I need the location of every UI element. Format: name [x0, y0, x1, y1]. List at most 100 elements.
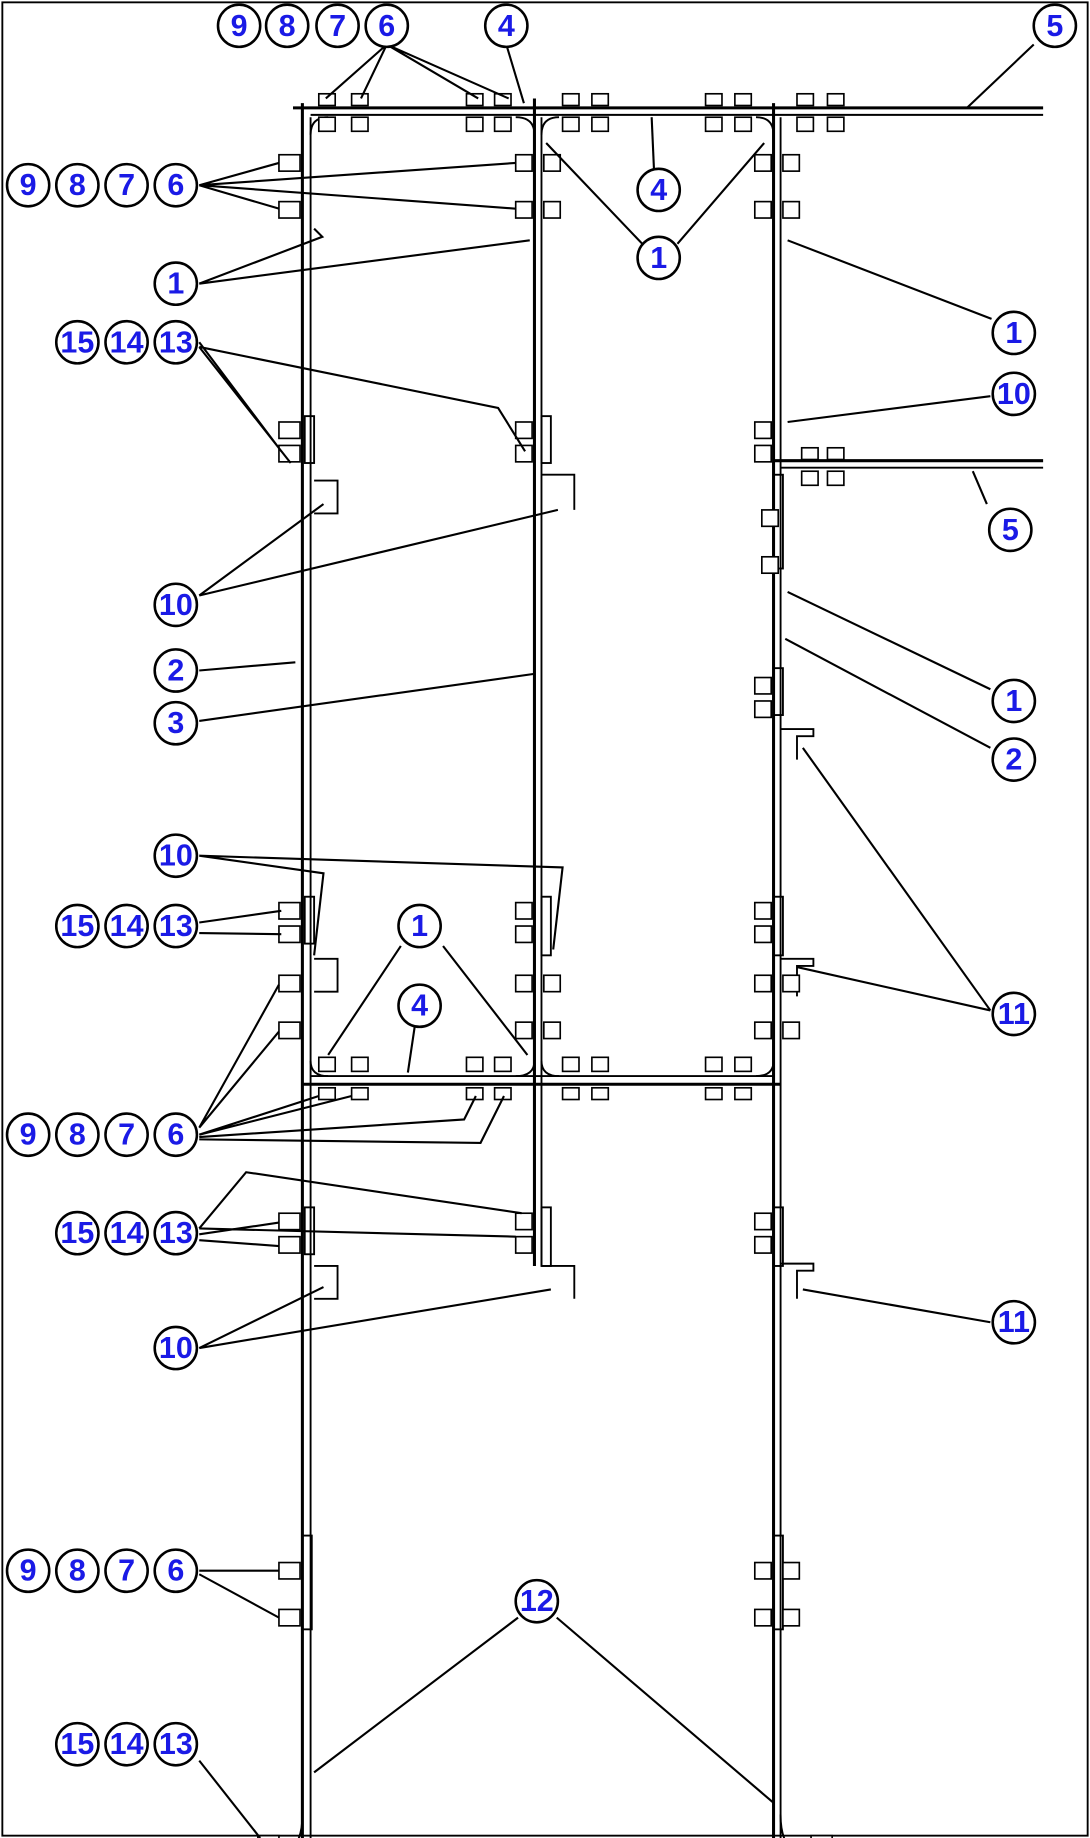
svg-text:13: 13: [159, 909, 193, 943]
svg-text:13: 13: [159, 1727, 193, 1761]
svg-text:12: 12: [520, 1584, 554, 1618]
svg-text:2: 2: [167, 653, 184, 687]
svg-text:11: 11: [998, 1305, 1030, 1339]
svg-text:13: 13: [159, 1216, 193, 1250]
callout-14: 14: [104, 319, 149, 365]
callout-7: 7: [104, 162, 149, 208]
svg-text:15: 15: [60, 1727, 94, 1761]
svg-text:5: 5: [1002, 513, 1019, 547]
callout-1: 1: [153, 261, 199, 307]
svg-text:6: 6: [167, 168, 184, 202]
callout-13: 13: [153, 903, 199, 949]
callout-1: 1: [397, 903, 442, 949]
callout-1: 1: [991, 678, 1037, 724]
svg-text:10: 10: [159, 1331, 193, 1365]
callout-13: 13: [153, 1721, 199, 1767]
leader-lines: [198, 43, 1035, 1838]
callout-4: 4: [483, 3, 529, 49]
svg-text:10: 10: [159, 839, 193, 873]
callout-6: 6: [153, 1112, 199, 1158]
svg-text:14: 14: [110, 909, 144, 943]
svg-text:1: 1: [167, 267, 184, 301]
callout-8: 8: [54, 1112, 100, 1158]
callout-11: 11: [991, 1299, 1037, 1345]
callout-9: 9: [5, 1548, 51, 1594]
svg-text:1: 1: [650, 241, 667, 275]
callout-4: 4: [636, 167, 682, 213]
svg-text:9: 9: [20, 1554, 37, 1588]
callout-7: 7: [104, 1112, 149, 1158]
structure: [293, 98, 1044, 1838]
svg-text:6: 6: [167, 1118, 184, 1152]
callout-15: 15: [54, 903, 100, 949]
svg-text:15: 15: [60, 909, 94, 943]
svg-text:10: 10: [997, 377, 1031, 411]
callout-5: 5: [987, 507, 1033, 553]
callout-4: 4: [397, 983, 442, 1029]
callout-15: 15: [54, 319, 100, 365]
callout-15: 15: [54, 1721, 100, 1767]
callout-10: 10: [991, 371, 1037, 417]
callout-6: 6: [153, 1548, 199, 1594]
svg-text:13: 13: [159, 325, 193, 359]
callout-2: 2: [153, 648, 199, 693]
callout-3: 3: [153, 700, 199, 746]
callout-1: 1: [991, 310, 1037, 356]
svg-text:15: 15: [60, 325, 94, 359]
callouts: 9 8 7 6 4 5 9 8 7 6 4 1 1 1 15 14 13 10 …: [5, 3, 1078, 1767]
callout-10: 10: [153, 1325, 199, 1371]
svg-text:9: 9: [20, 1118, 37, 1152]
callout-10: 10: [153, 582, 199, 628]
callout-6: 6: [364, 3, 410, 49]
svg-text:9: 9: [231, 9, 248, 43]
svg-text:4: 4: [498, 9, 515, 43]
svg-text:15: 15: [60, 1216, 94, 1250]
callout-6: 6: [153, 162, 199, 208]
callout-14: 14: [104, 1210, 149, 1256]
callout-1: 1: [636, 235, 682, 281]
callout-2: 2: [991, 737, 1037, 782]
callout-7: 7: [104, 1548, 149, 1594]
callout-8: 8: [54, 1548, 100, 1594]
svg-text:2: 2: [1005, 743, 1022, 777]
callout-7: 7: [315, 3, 360, 49]
callout-12: 12: [514, 1578, 560, 1624]
svg-text:11: 11: [998, 997, 1030, 1031]
svg-text:1: 1: [411, 909, 428, 943]
callout-8: 8: [264, 3, 310, 49]
svg-text:6: 6: [167, 1554, 184, 1588]
svg-text:3: 3: [167, 706, 184, 740]
callout-9: 9: [5, 162, 51, 208]
bolts: [257, 92, 845, 1838]
svg-text:9: 9: [20, 168, 37, 202]
svg-text:1: 1: [1005, 316, 1022, 350]
svg-text:14: 14: [110, 1216, 144, 1250]
callout-9: 9: [216, 3, 262, 49]
callout-13: 13: [153, 319, 199, 365]
svg-text:5: 5: [1046, 9, 1063, 43]
svg-text:7: 7: [118, 168, 135, 202]
callout-11: 11: [991, 991, 1037, 1037]
svg-text:8: 8: [69, 1118, 86, 1152]
svg-text:14: 14: [110, 1727, 144, 1761]
callout-15: 15: [54, 1210, 100, 1256]
callout-10: 10: [153, 833, 199, 879]
svg-text:1: 1: [1005, 684, 1022, 718]
svg-text:7: 7: [118, 1118, 135, 1152]
callout-14: 14: [104, 1721, 149, 1767]
svg-text:10: 10: [159, 588, 193, 622]
svg-text:8: 8: [279, 9, 296, 43]
svg-text:6: 6: [378, 9, 395, 43]
svg-text:7: 7: [329, 9, 346, 43]
svg-text:14: 14: [110, 325, 144, 359]
callout-9: 9: [5, 1112, 51, 1158]
callout-8: 8: [54, 162, 100, 208]
svg-text:8: 8: [69, 1554, 86, 1588]
callout-14: 14: [104, 903, 149, 949]
svg-text:8: 8: [69, 168, 86, 202]
svg-text:7: 7: [118, 1554, 135, 1588]
callout-13: 13: [153, 1210, 199, 1256]
callout-5: 5: [1032, 3, 1078, 49]
